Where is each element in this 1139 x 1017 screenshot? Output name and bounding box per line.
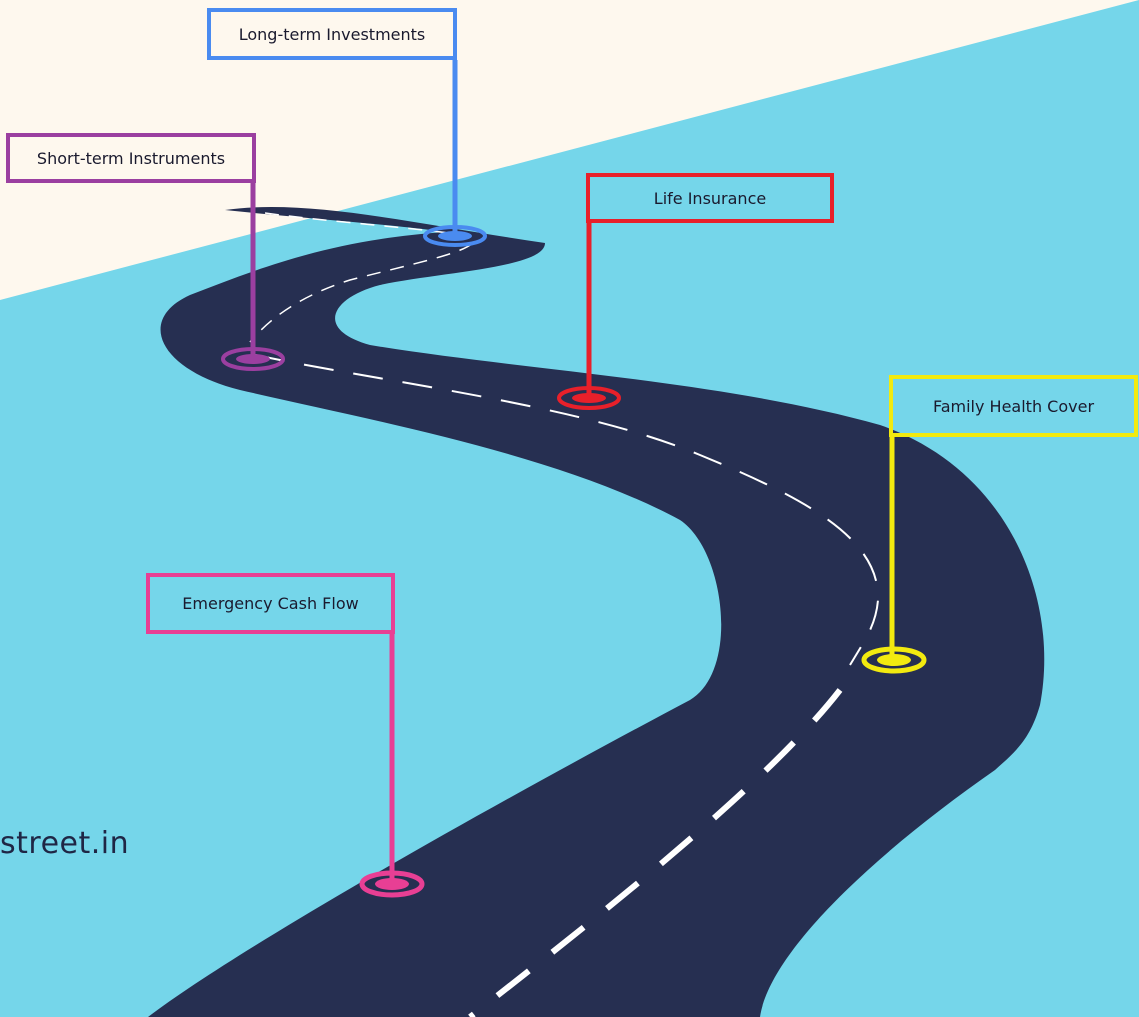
road-center-line (249, 212, 880, 1017)
flag-label-short-term-instruments: Short-term Instruments (6, 133, 256, 183)
road-dash-far (249, 212, 474, 343)
flag-label-family-health-cover: Family Health Cover (889, 375, 1138, 437)
flag-label-emergency-cash-flow: Emergency Cash Flow (146, 573, 395, 634)
flag-label-life-insurance: Life Insurance (586, 173, 834, 223)
flag-pole-emergency-cash-flow (359, 632, 425, 898)
flag-pole-life-insurance (557, 222, 621, 410)
winding-road (148, 207, 1045, 1017)
flag-pole-long-term-investments (423, 60, 487, 247)
road-dash-near (468, 688, 843, 1017)
flag-pole-short-term-instruments (221, 180, 285, 371)
watermark-text: street.in (0, 826, 130, 861)
road-dash-middle (254, 354, 880, 666)
flag-pole-family-health-cover (861, 436, 927, 674)
flag-label-long-term-investments: Long-term Investments (207, 8, 457, 60)
